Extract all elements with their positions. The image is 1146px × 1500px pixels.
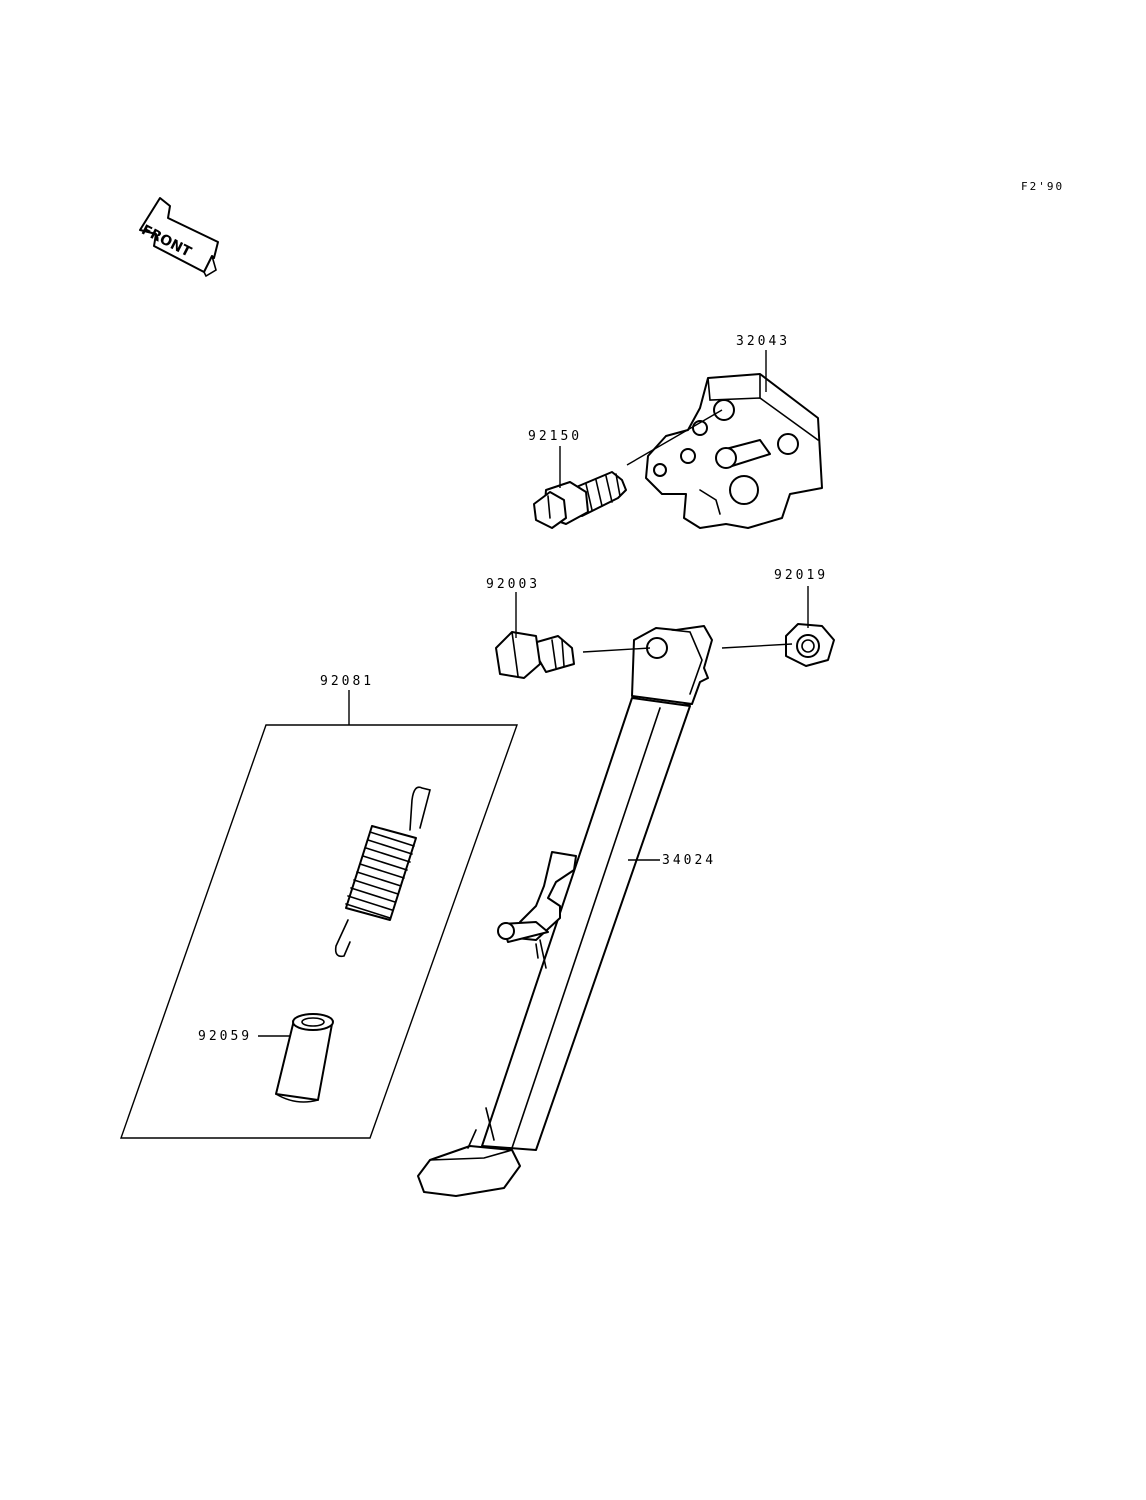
part-label-34024: 34024	[662, 853, 717, 868]
flange-bolt-92150	[533, 471, 627, 529]
spring-92081	[334, 786, 431, 958]
collar-92059	[275, 1013, 334, 1103]
part-label-92081: 92081	[320, 674, 375, 689]
part-label-32043: 32043	[736, 334, 791, 349]
front-direction-arrow-icon	[139, 197, 219, 278]
part-label-92150: 92150	[528, 429, 583, 444]
nut-92019	[785, 623, 835, 667]
pivot-bolt-92003	[495, 631, 575, 679]
kit-boundary-92081	[120, 724, 518, 1139]
bracket-32043	[645, 373, 823, 529]
part-label-92003: 92003	[486, 577, 541, 592]
figure-code: F2'90	[1021, 180, 1065, 193]
leader-lines	[258, 350, 809, 1037]
part-label-92019: 92019	[774, 568, 829, 583]
part-label-92059: 92059	[198, 1029, 253, 1044]
side-stand-34024	[417, 625, 713, 1197]
